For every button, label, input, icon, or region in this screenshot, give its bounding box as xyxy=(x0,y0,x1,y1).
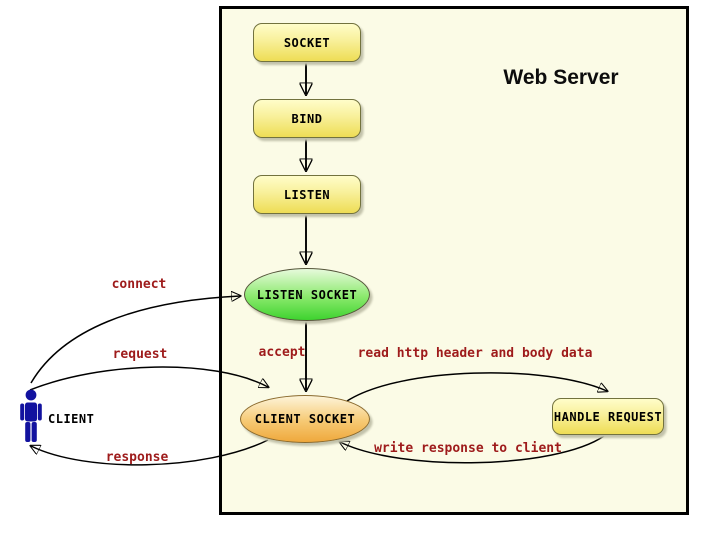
node-client-socket: CLIENT SOCKET xyxy=(240,395,370,443)
node-socket-label: SOCKET xyxy=(283,35,331,50)
web-server-title: Web Server xyxy=(503,66,619,89)
node-client-socket-label: CLIENT SOCKET xyxy=(254,412,356,426)
edge-label-connect: connect xyxy=(111,277,167,292)
connect-arrow xyxy=(30,296,240,384)
client-label: CLIENT xyxy=(48,412,95,426)
edge-label-accept: accept xyxy=(258,345,306,360)
node-listen-socket: LISTEN SOCKET xyxy=(244,268,370,321)
edge-label-request: request xyxy=(112,347,168,362)
node-bind: BIND xyxy=(253,99,361,138)
node-socket: SOCKET xyxy=(253,23,361,62)
node-bind-label: BIND xyxy=(291,111,323,126)
node-listen-socket-label: LISTEN SOCKET xyxy=(256,287,358,302)
edge-label-read-http: read http header and body data xyxy=(357,346,593,361)
node-listen: LISTEN xyxy=(253,175,361,214)
client-person-icon xyxy=(20,389,42,442)
node-handle-request: HANDLE REQUEST xyxy=(552,398,664,435)
edge-label-write-response: write response to client xyxy=(374,441,562,456)
node-listen-label: LISTEN xyxy=(283,187,331,202)
node-handle-request-label: HANDLE REQUEST xyxy=(553,409,663,424)
edge-label-response: response xyxy=(105,450,169,465)
